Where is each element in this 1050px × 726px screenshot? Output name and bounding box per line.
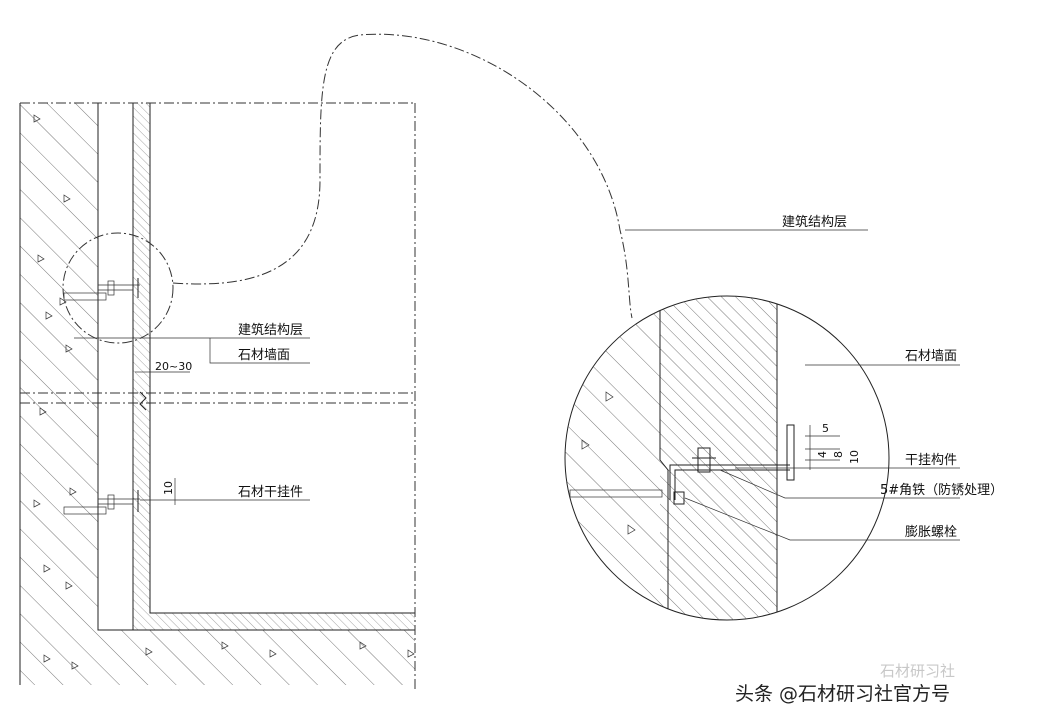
watermark-faint-text: 石材研习社: [880, 662, 955, 680]
label-angle-iron: 5#角铁（防锈处理）: [880, 482, 1003, 498]
label-anchor-bolt: 膨胀螺栓: [905, 525, 957, 540]
label-stone-face-detail: 石材墙面: [905, 349, 957, 364]
detail-dimensions: [805, 425, 840, 470]
label-structure-left: 建筑结构层: [238, 322, 303, 338]
lower-anchor: [63, 490, 140, 515]
label-dim-10-detail: 10: [848, 450, 861, 464]
watermark-text: 头条 @石材研习社官方号: [735, 683, 950, 705]
detail-view: [564, 295, 960, 621]
watermark: 石材研习社 头条 @石材研习社官方号: [735, 662, 955, 705]
label-stone-face-left: 石材墙面: [238, 348, 290, 363]
label-hanger-detail: 干挂构件: [905, 453, 957, 468]
label-structure-detail: 建筑结构层: [782, 214, 847, 230]
left-section: [19, 102, 416, 690]
label-dim-5: 5: [822, 422, 829, 435]
structure-wall: [19, 103, 415, 685]
detail-leaders: [684, 364, 960, 541]
detail-labels: 建筑结构层 石材墙面 干挂构件 5#角铁（防锈处理） 膨胀螺栓 5 4 8 10: [782, 214, 1003, 540]
detail-callout-circle: [62, 232, 174, 344]
stone-panel: [132, 103, 415, 631]
detail-structure: [660, 296, 777, 620]
label-gap-dim: 20~30: [155, 360, 192, 373]
left-labels: 建筑结构层 石材墙面 20~30 石材干挂件 10: [155, 322, 303, 500]
label-dim-10-left: 10: [162, 481, 175, 495]
left-leaders: [74, 337, 310, 505]
label-hanger-left: 石材干挂件: [238, 485, 303, 500]
label-dim-4: 4: [816, 451, 829, 458]
callout-connector: [172, 33, 633, 319]
upper-anchor: [63, 278, 140, 301]
label-dim-8: 8: [832, 451, 845, 458]
boundary-lines: [20, 102, 416, 690]
